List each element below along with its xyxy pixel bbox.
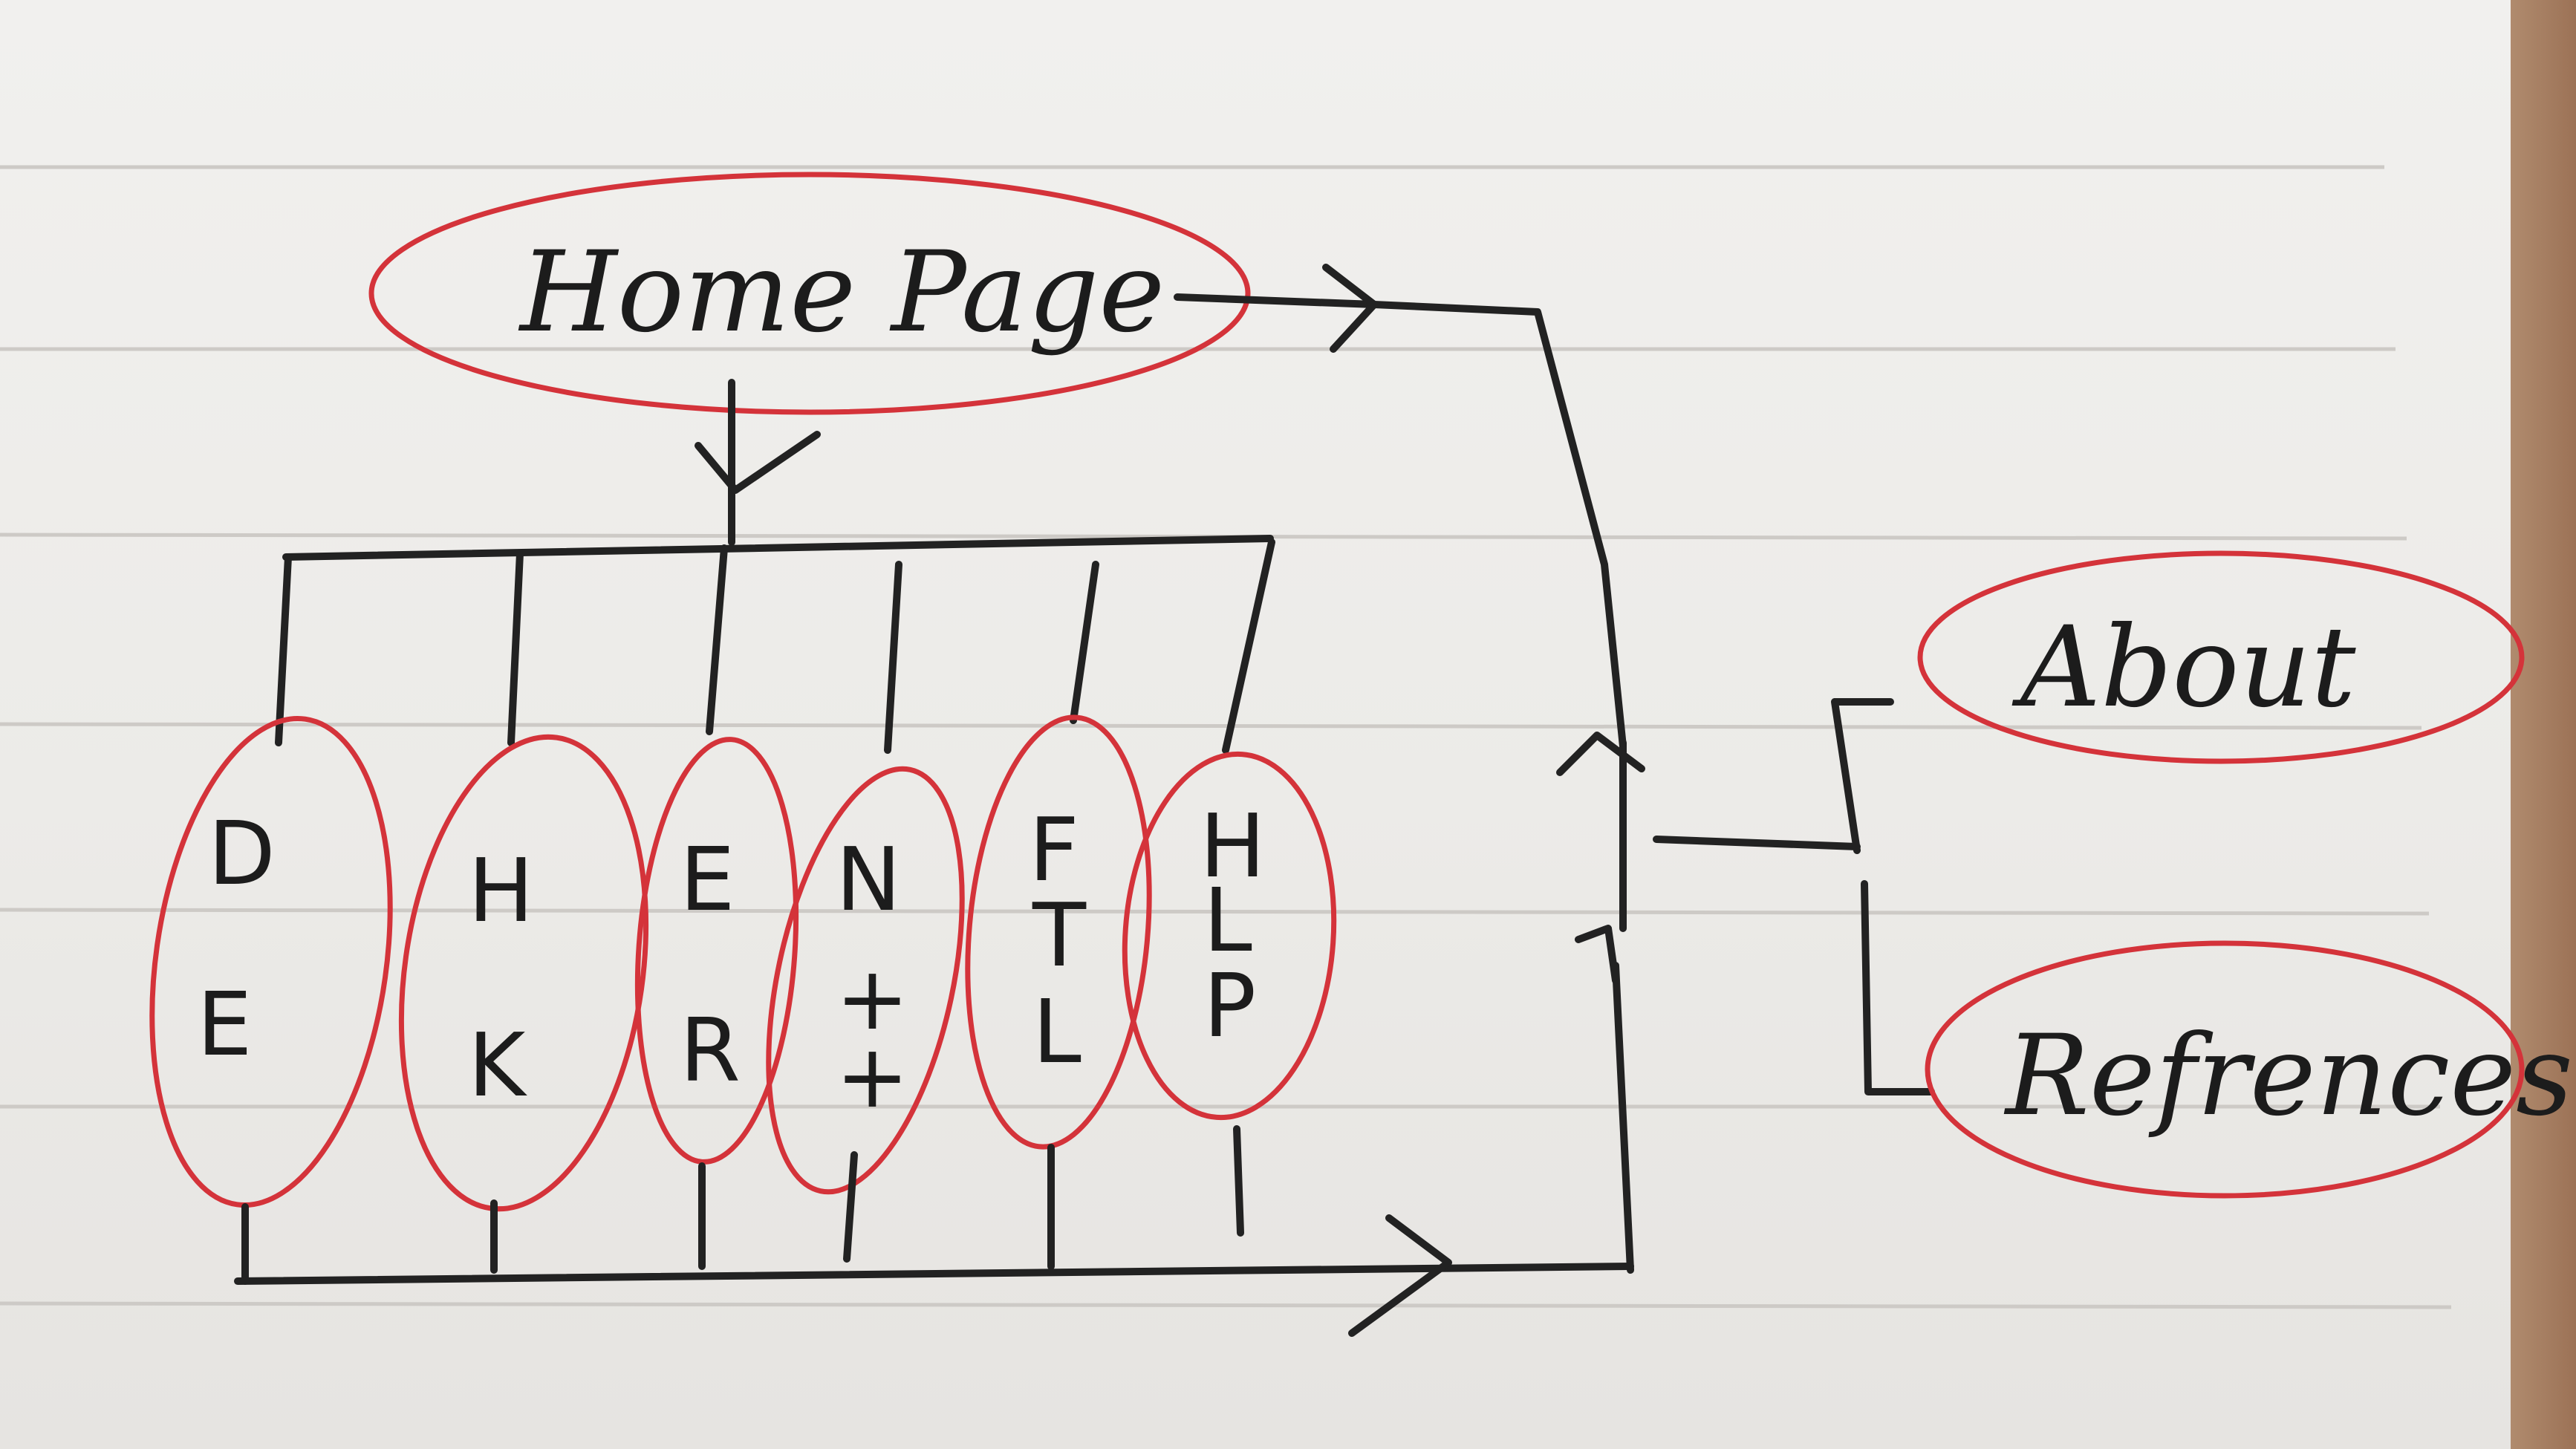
about-label: About xyxy=(2011,603,2356,732)
board-edge xyxy=(2511,0,2576,1449)
section-er-bottom: R xyxy=(680,999,741,1101)
branch-to-references xyxy=(1861,880,1935,1095)
section-bottom-lines xyxy=(241,1125,1244,1285)
section-hk-top: H xyxy=(468,839,534,942)
section-ftl-middle: T xyxy=(1032,884,1087,986)
section-node-de: D E xyxy=(149,716,393,1208)
home-down-arrowhead xyxy=(695,431,821,494)
section-ftl-bottom: L xyxy=(1032,980,1082,1083)
sections-top-bus xyxy=(282,535,1274,561)
section-hlp-top: H xyxy=(1200,795,1266,897)
about-outline xyxy=(1917,550,2525,764)
about-node: About xyxy=(1917,550,2525,764)
references-node: Refrences xyxy=(1925,940,2573,1199)
home-right-up-arrowhead xyxy=(1556,732,1645,776)
section-hk-bottom: K xyxy=(468,1014,527,1116)
section-node-er: E R xyxy=(634,737,799,1165)
branch-to-about xyxy=(1831,698,1894,854)
section-ftl-top: F xyxy=(1029,798,1079,901)
branch-stem xyxy=(1653,836,1861,850)
references-label: Refrences xyxy=(2003,1012,2573,1141)
home-page-label: Home Page xyxy=(518,228,1165,357)
section-er-top: E xyxy=(680,828,735,931)
section-n-bottom: + xyxy=(836,947,909,1049)
right-return-arrowhead xyxy=(1575,925,1619,984)
section-drop-lines xyxy=(275,538,1275,754)
section-de-bottom: E xyxy=(197,973,253,1075)
section-nodes: D E H K E R N + + F T L H L P xyxy=(149,714,1337,1212)
section-node-hk: H K xyxy=(398,734,649,1212)
right-return-line xyxy=(1612,962,1634,1274)
section-hlp-middle: L xyxy=(1203,869,1252,971)
section-hlp-bottom: P xyxy=(1203,954,1256,1057)
home-page-node: Home Page xyxy=(368,172,1251,415)
home-right-connector xyxy=(1174,293,1627,750)
section-node-ftl: F T L xyxy=(965,714,1152,1150)
section-n-top: N xyxy=(836,828,901,931)
section-node-hlp: H L P xyxy=(1122,751,1337,1121)
home-page-outline xyxy=(368,172,1251,415)
sections-bottom-bus xyxy=(234,1263,1634,1285)
bottom-bus-arrowhead xyxy=(1348,1214,1452,1337)
section-n-bottom-2: + xyxy=(836,1025,909,1127)
references-outline xyxy=(1925,940,2525,1199)
section-de-top: D xyxy=(208,802,276,905)
home-right-arrowhead xyxy=(1322,264,1378,353)
section-node-n: N + + xyxy=(766,766,965,1195)
